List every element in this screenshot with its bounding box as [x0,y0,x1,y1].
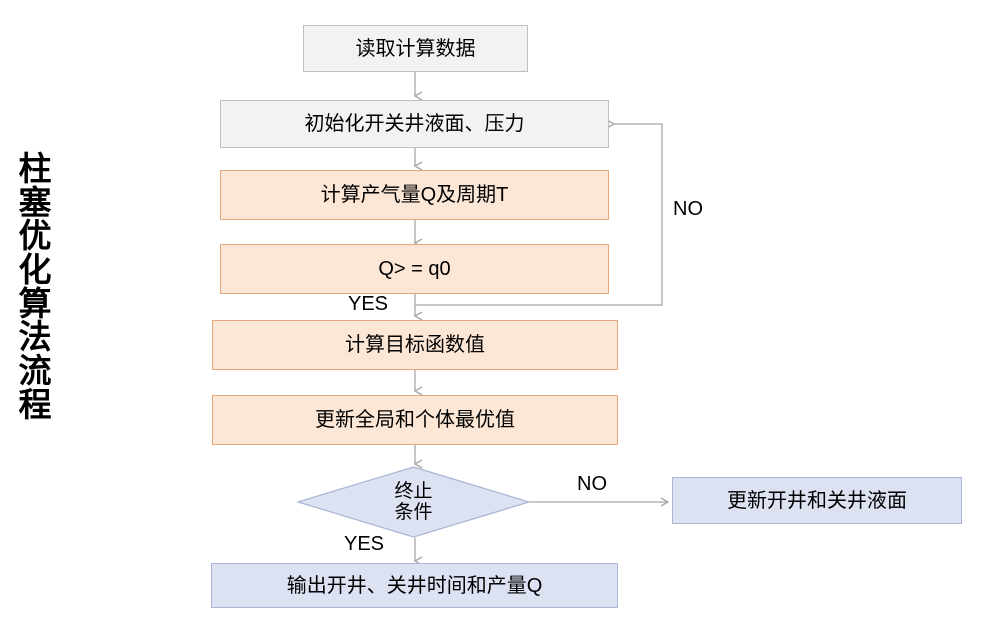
edge-label-q-yes: YES [348,293,389,315]
node-objective-function[interactable]: 计算目标函数值 [212,320,618,370]
decision-label: 终止 条件 [297,466,530,538]
decision-label-line2: 条件 [394,502,433,523]
edge-label-termination-yes: YES [344,533,385,555]
node-output-results[interactable]: 输出开井、关井时间和产量Q [211,563,618,608]
diagram-title: 柱塞优化算法流程 [18,150,52,423]
diamond-shape [297,466,530,538]
decision-label-line1: 终止 [394,480,433,502]
edge-label-termination-no: NO [577,473,607,495]
node-initialize[interactable]: 初始化开关井液面、压力 [220,100,609,148]
node-condition-q-threshold[interactable]: Q> = q0 [220,244,609,294]
node-read-data[interactable]: 读取计算数据 [303,25,528,72]
node-update-well-levels[interactable]: 更新开井和关井液面 [672,477,962,524]
decision-termination-condition[interactable]: 终止 条件 [297,466,530,538]
node-calculate-gas-production[interactable]: 计算产气量Q及周期T [220,170,609,220]
edge-label-q-no: NO [673,198,703,220]
node-update-global-personal-best[interactable]: 更新全局和个体最优值 [212,395,618,445]
